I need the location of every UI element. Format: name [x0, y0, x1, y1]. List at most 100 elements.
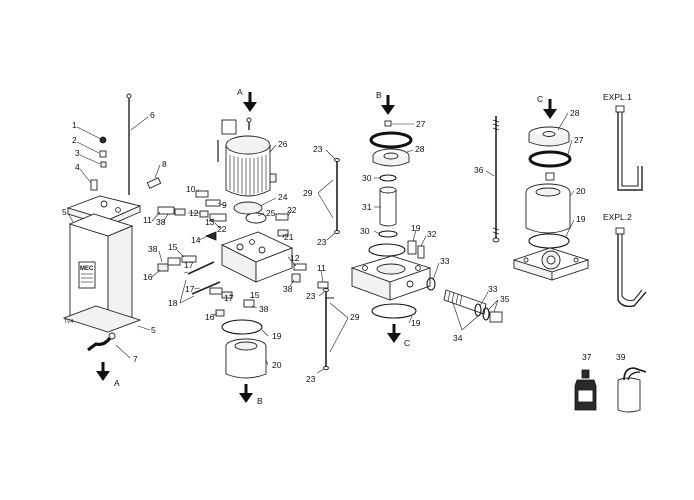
label-34: 34	[453, 333, 463, 343]
label-27-right: 27	[574, 135, 584, 145]
tank-base	[62, 305, 142, 333]
label-12-right: 12	[290, 253, 300, 263]
label-16-bottom: 16	[205, 312, 215, 322]
expl-1-label: EXPL.1	[603, 92, 632, 102]
label-28-center: 28	[415, 144, 425, 154]
label-13: 13	[205, 217, 215, 227]
label-29-upper: 29	[303, 188, 313, 198]
o-ring-30-top	[379, 174, 397, 182]
label-5-top: 5	[62, 207, 67, 217]
label-37: 37	[582, 352, 592, 362]
label-6: 6	[150, 110, 155, 120]
label-19-center: 19	[411, 223, 421, 233]
fitting-11	[157, 206, 175, 215]
label-11: 11	[143, 215, 152, 225]
screw-right	[545, 172, 555, 181]
label-25: 25	[266, 208, 276, 218]
arrow-a-label-bottom: A	[114, 378, 120, 388]
o-ring-35	[482, 307, 490, 321]
label-19-lower: 19	[411, 318, 421, 328]
label-32: 32	[427, 229, 437, 239]
fitting-38-bottom	[243, 299, 255, 308]
label-30-bottom: 30	[360, 226, 370, 236]
part-1	[99, 136, 107, 144]
label-38-right: 38	[283, 284, 293, 294]
shaft-34	[443, 289, 487, 315]
expl-1-pipe	[617, 110, 643, 191]
label-10: 10	[186, 184, 196, 194]
o-ring-19-left	[221, 319, 263, 335]
motor-terminal	[221, 119, 237, 135]
fitting-16-bottom	[215, 309, 225, 317]
part-19-plug	[407, 240, 417, 255]
motor-26	[225, 145, 271, 197]
arrow-b-label-bottom: B	[257, 396, 263, 406]
part-27-screw	[384, 120, 392, 127]
fitting-15	[167, 257, 181, 266]
label-15-bottom: 15	[250, 290, 260, 300]
label-19-right: 19	[576, 214, 586, 224]
tank-label-text: MEC	[80, 266, 94, 272]
label-9: 9	[222, 200, 227, 210]
part-10	[195, 190, 209, 198]
label-8: 8	[162, 159, 167, 169]
piston-31	[379, 190, 397, 227]
fitting-8	[146, 177, 162, 189]
label-17-upper: 17	[184, 260, 194, 270]
part-21	[277, 229, 289, 237]
part-13	[209, 213, 227, 222]
part-22-right	[275, 213, 289, 221]
expl-2-pipe	[617, 232, 647, 308]
label-21: 21	[284, 232, 294, 242]
part-9	[205, 199, 221, 207]
label-39: 39	[616, 352, 626, 362]
label-7: 7	[133, 354, 138, 364]
label-28-right: 28	[570, 108, 580, 118]
label-26: 26	[278, 139, 288, 149]
tank-label-plate	[78, 261, 96, 289]
fitting-12-right	[293, 263, 307, 271]
expl-2-label: EXPL.2	[603, 212, 632, 222]
label-12-left: 12	[189, 208, 199, 218]
o-ring-30-bottom	[378, 230, 398, 238]
label-30-top: 30	[362, 173, 372, 183]
right-assembly: 36 C 28 27 20 19	[474, 94, 590, 281]
label-4: 4	[75, 162, 80, 172]
label-31: 31	[362, 202, 372, 212]
part-2	[99, 150, 107, 158]
label-38-left: 38	[148, 244, 158, 254]
coupling-24	[233, 201, 263, 215]
label-16-left: 16	[143, 272, 153, 282]
label-14: 14	[191, 235, 201, 245]
o-ring-19-lower	[371, 303, 417, 319]
label-35: 35	[500, 294, 510, 304]
label-38-bottom: 38	[259, 304, 269, 314]
part-3	[100, 161, 107, 168]
part-14	[204, 231, 217, 241]
part-32	[417, 245, 425, 259]
label-11-right: 11	[317, 263, 326, 273]
pump-25	[245, 212, 267, 224]
pipe-17	[187, 261, 215, 275]
label-20-right: 20	[576, 186, 586, 196]
tank-assembly: MEC TV4 1 2 3 4 5 6 8 5 7	[62, 93, 167, 388]
label-27-center: 27	[416, 119, 426, 129]
label-18: 18	[168, 298, 178, 308]
capacitor-39	[617, 377, 641, 413]
tie-rods: 23 29 23 11 23 29 23	[303, 144, 360, 384]
label-22-left: 22	[217, 224, 227, 234]
label-29-lower: 29	[350, 312, 360, 322]
label-17-bottom: 17	[224, 293, 234, 303]
shaft-end	[489, 311, 503, 323]
explanations: EXPL.1 EXPL.2	[603, 92, 647, 308]
label-33-right: 33	[488, 284, 498, 294]
label-3: 3	[75, 148, 80, 158]
seal-27	[369, 131, 413, 149]
label-15-upper: 15	[168, 242, 178, 252]
label-20-left: 20	[272, 360, 282, 370]
label-36: 36	[474, 165, 484, 175]
cylinder-assembly: B C	[350, 90, 510, 348]
fitting-16	[157, 263, 169, 272]
label-23-top: 23	[313, 144, 323, 154]
